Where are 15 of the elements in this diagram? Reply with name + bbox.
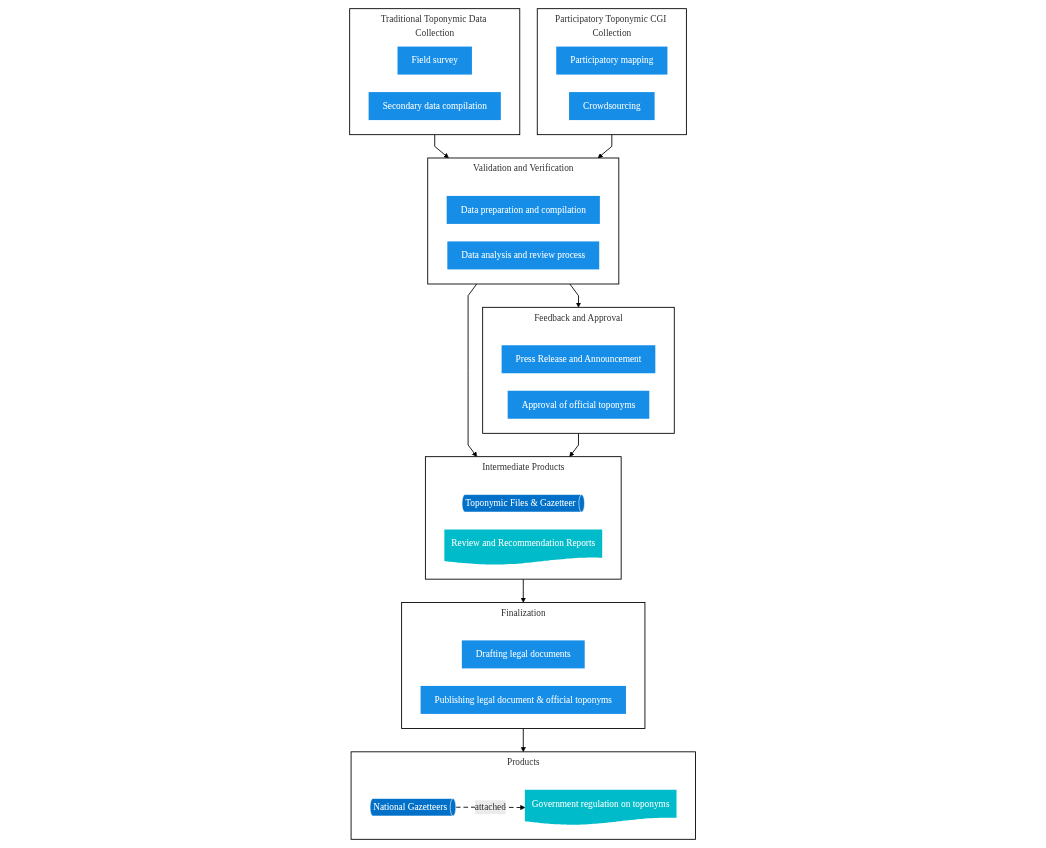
node-box: Secondary data compilation [369, 92, 502, 121]
node-box: Approval of official toponyms [508, 390, 650, 419]
node-text: Toponymic Files & Gazetteer [465, 498, 577, 508]
node-box: Press Release and Announcement [502, 345, 656, 374]
edge-label: attached [475, 801, 507, 812]
node-box: Data analysis and review process [447, 241, 600, 270]
node-box: Field survey [397, 46, 473, 75]
node-box: Publishing legal document & official toponyms [421, 685, 627, 714]
node-box: Drafting legal documents [462, 640, 586, 669]
node-box: Government regulation on toponyms [525, 789, 677, 825]
node-box: Crowdsourcing [569, 92, 656, 121]
node-box: Participatory mapping [556, 46, 668, 75]
node-text: National Gazetteers [373, 801, 448, 812]
node-box: Review and Recommendation Reports [444, 529, 603, 565]
node-box: Data preparation and compilation [447, 195, 601, 224]
